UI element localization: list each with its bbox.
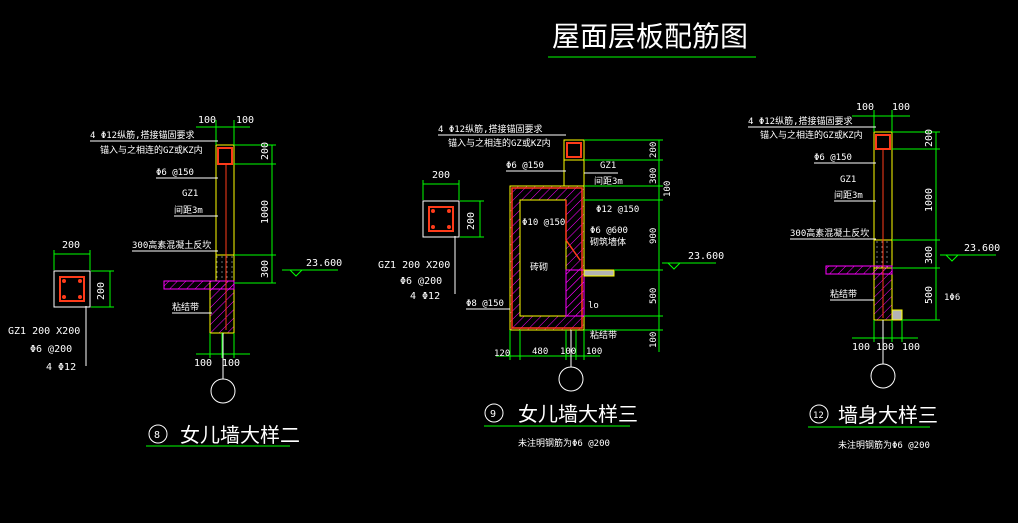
note-footer-9: 未注明钢筋为Φ6 @200 <box>518 437 610 449</box>
note-5: 间距3m <box>174 204 203 216</box>
axis-circle <box>210 378 236 404</box>
detail-8: 200 200 GZ1 200 X200 Φ6 @200 4 Φ12 100 1… <box>8 115 342 447</box>
note-2: 锚入与之相连的GZ或KZ内 <box>448 137 551 149</box>
bottom-dim-1: 120 <box>494 349 510 359</box>
section-label-1: GZ1 200 X200 <box>378 260 450 271</box>
note-3: Φ6 @150 <box>814 153 852 163</box>
side-dim-3: 300 <box>924 246 935 264</box>
note-10: 砖砌 <box>530 261 548 273</box>
note-1: 4 Φ12纵筋,搭接锚固要求 <box>90 129 195 141</box>
gz1-section-8: 200 200 GZ1 200 X200 Φ6 @200 4 Φ12 <box>8 240 114 373</box>
elevation-9: 23.600 <box>688 251 724 262</box>
note-13: lo <box>588 301 599 311</box>
note-7: 粘结带 <box>172 301 199 313</box>
note-footer-12: 未注明钢筋为Φ6 @200 <box>838 439 930 451</box>
section-label-3: 4 Φ12 <box>46 362 76 373</box>
note-8: 1Φ6 <box>944 293 960 303</box>
side-dim-2: 1000 <box>924 188 935 212</box>
side-dim-1: 200 <box>924 129 935 147</box>
page-title: 屋面层板配筋图 <box>552 20 748 53</box>
note-6: 300高素混凝土反坎 <box>790 227 869 239</box>
bottom-dim-3: 100 <box>902 342 920 353</box>
side-dim-4: 500 <box>924 286 935 304</box>
detail-number-8: 8 <box>154 430 160 441</box>
note-3: Φ6 @150 <box>156 168 194 178</box>
side-dim-5: 500 <box>649 288 659 304</box>
bottom-dim-2: 100 <box>876 342 894 353</box>
note-7: Φ10 @150 <box>522 218 565 228</box>
side-dim-3: 100 <box>663 181 673 197</box>
side-dim-1: 200 <box>649 142 659 158</box>
top-dim-1: 100 <box>198 115 216 126</box>
detail-9: 200 200 GZ1 200 X200 Φ6 @200 4 Φ12 <box>378 123 724 449</box>
bottom-dim-2: 100 <box>222 358 240 369</box>
bottom-dim-2: 480 <box>532 347 548 357</box>
note-5: 间距3m <box>594 175 623 187</box>
note-2: 锚入与之相连的GZ或KZ内 <box>760 129 863 141</box>
dim-height: 200 <box>466 212 477 230</box>
top-dim-1: 100 <box>856 102 874 113</box>
note-6: 300高素混凝土反坎 <box>132 239 211 251</box>
dim-width: 200 <box>62 240 80 251</box>
note-4: GZ1 <box>600 161 616 171</box>
note-3: Φ6 @150 <box>506 161 544 171</box>
note-8: Φ6 @600 <box>590 226 628 236</box>
side-dim-2: 300 <box>649 168 659 184</box>
side-dim-2: 1000 <box>260 200 271 224</box>
detail-12: 100 100 200 1000 300 500 23.600 100 100 … <box>748 102 1000 451</box>
caption-9: 女儿墙大样三 <box>518 402 638 426</box>
side-dim-3: 300 <box>260 260 271 278</box>
side-dim-6: 100 <box>649 332 659 348</box>
elevation-8: 23.600 <box>306 258 342 269</box>
note-7: 粘结带 <box>830 288 857 300</box>
top-dim-2: 100 <box>892 102 910 113</box>
note-4: GZ1 <box>182 189 198 199</box>
bottom-dim-1: 100 <box>852 342 870 353</box>
note-9: 砌筑墙体 <box>590 236 626 248</box>
elevation-12: 23.600 <box>964 243 1000 254</box>
note-1: 4 Φ12纵筋,搭接锚固要求 <box>748 115 853 127</box>
note-11: Φ8 @150 <box>466 299 504 309</box>
detail-number-9: 9 <box>490 409 496 420</box>
caption-8: 女儿墙大样二 <box>180 423 300 447</box>
section-label-3: 4 Φ12 <box>410 291 440 302</box>
note-6: Φ12 @150 <box>596 205 639 215</box>
note-5: 间距3m <box>834 189 863 201</box>
note-1: 4 Φ12纵筋,搭接锚固要求 <box>438 123 543 135</box>
caption-12: 墙身大样三 <box>838 403 938 427</box>
detail-number-12: 12 <box>813 411 824 421</box>
section-label-1: GZ1 200 X200 <box>8 326 80 337</box>
note-12: 粘结带 <box>590 329 617 341</box>
note-4: GZ1 <box>840 175 856 185</box>
section-label-2: Φ6 @200 <box>30 344 72 355</box>
side-dim-4: 900 <box>649 228 659 244</box>
bottom-dim-4: 100 <box>586 347 602 357</box>
side-dim-1: 200 <box>260 142 271 160</box>
bottom-dim-1: 100 <box>194 358 212 369</box>
section-label-2: Φ6 @200 <box>400 276 442 287</box>
dim-width: 200 <box>432 170 450 181</box>
note-2: 锚入与之相连的GZ或KZ内 <box>100 144 203 156</box>
bottom-dim-3: 100 <box>560 347 576 357</box>
top-dim-2: 100 <box>236 115 254 126</box>
gz1-section-9: 200 200 GZ1 200 X200 Φ6 @200 4 Φ12 <box>378 170 484 302</box>
dim-height: 200 <box>96 282 107 300</box>
